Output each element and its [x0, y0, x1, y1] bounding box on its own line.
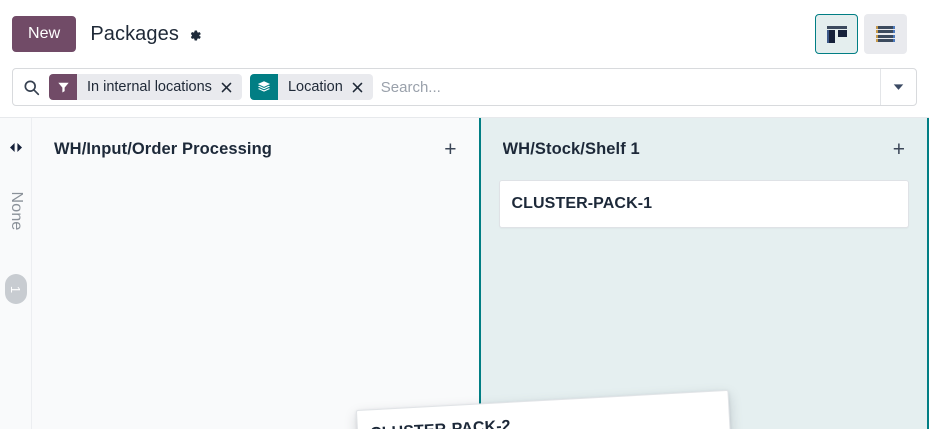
kanban-view-button[interactable]	[815, 14, 858, 54]
kanban-view: None 1 WH/Input/Order Processing + WH/St…	[0, 118, 929, 429]
search-icon	[23, 79, 40, 96]
search-dropdown-toggle[interactable]	[880, 69, 916, 105]
page-title: Packages	[90, 22, 179, 45]
breadcrumb: Packages	[90, 23, 202, 46]
kanban-group-body: CLUSTER-PACK-1	[481, 180, 928, 228]
search-facet-filter-remove-icon[interactable]	[218, 74, 242, 100]
search-facet-filter[interactable]: In internal locations	[49, 74, 242, 100]
search-facet-groupby-label: Location	[277, 74, 350, 100]
kanban-group-add-button[interactable]: +	[444, 137, 457, 161]
layers-stack-icon	[249, 74, 278, 100]
view-switcher	[815, 14, 917, 54]
new-button[interactable]: New	[12, 16, 77, 52]
kanban-group-add-button[interactable]: +	[892, 137, 905, 161]
kanban-group-header: WH/Stock/Shelf 1 +	[481, 118, 928, 180]
search-facet-filter-label: In internal locations	[77, 74, 219, 100]
content-divider	[0, 117, 929, 118]
kanban-group-none-folded[interactable]: None 1	[0, 118, 32, 429]
kanban-group-title: WH/Input/Order Processing	[54, 139, 272, 158]
expand-collapse-arrows-icon[interactable]	[7, 140, 25, 154]
kanban-group-title: WH/Stock/Shelf 1	[502, 139, 640, 158]
search-view: In internal locations Location	[12, 68, 917, 106]
search-facet-groupby-remove-icon[interactable]	[349, 74, 373, 100]
search-facet-groupby[interactable]: Location	[249, 74, 373, 100]
kanban-group-wh-stock-shelf-1: WH/Stock/Shelf 1 + CLUSTER-PACK-1	[478, 118, 929, 429]
gear-icon[interactable]	[187, 28, 202, 43]
kanban-group-none-title: None	[7, 191, 25, 231]
chevron-down-icon	[893, 83, 904, 91]
kanban-group-none-count: 1	[4, 274, 27, 304]
kanban-group-wh-input-order-processing: WH/Input/Order Processing +	[32, 118, 479, 429]
list-view-icon	[876, 26, 895, 42]
kanban-card[interactable]: CLUSTER-PACK-1	[498, 180, 909, 228]
list-view-button[interactable]	[864, 14, 907, 54]
filter-funnel-icon	[49, 74, 77, 100]
search-input[interactable]	[380, 69, 880, 105]
kanban-group-none-count-value: 1	[7, 285, 23, 293]
kanban-view-icon	[826, 25, 847, 43]
kanban-group-header: WH/Input/Order Processing +	[32, 118, 479, 180]
control-panel: New Packages	[0, 0, 929, 68]
